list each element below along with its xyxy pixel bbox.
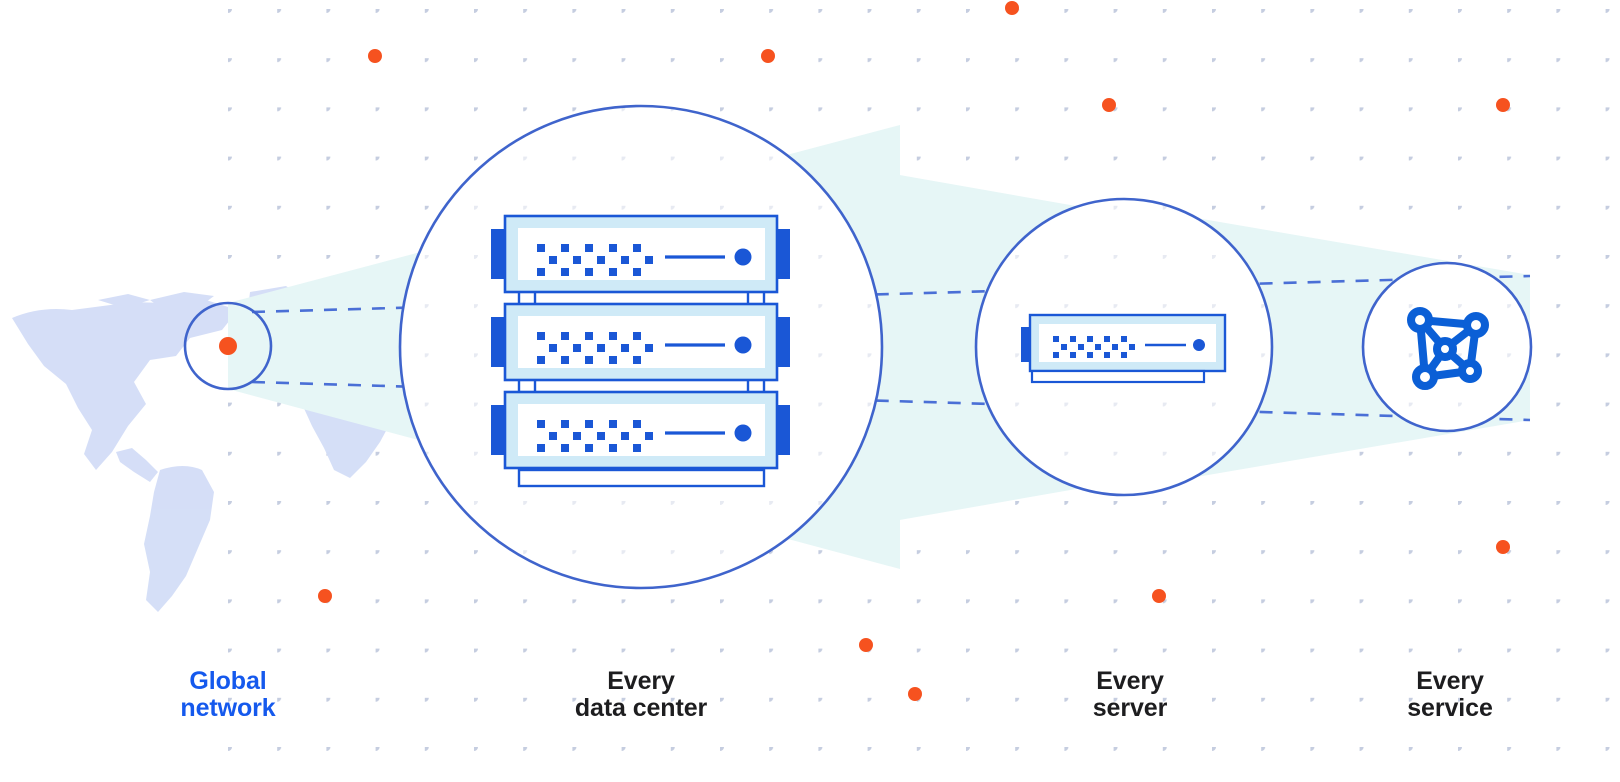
network-mesh-icon [1407, 307, 1489, 390]
server-vent-dots [537, 244, 653, 276]
orange-dot [1496, 98, 1510, 112]
server-unit-1 [491, 214, 790, 294]
server-led [734, 336, 752, 354]
mesh-nodes [1407, 307, 1489, 390]
server-vent-dots [1053, 336, 1135, 358]
mesh-node-center [1433, 337, 1457, 361]
orange-dot [1005, 1, 1019, 15]
server-led [1193, 339, 1205, 351]
mesh-node-top-right [1463, 312, 1489, 338]
server-faceplate [518, 404, 765, 456]
guide-line-bot-1 [251, 380, 1531, 422]
mesh-node-bottom-left [1412, 364, 1438, 390]
orange-dot [1102, 98, 1116, 112]
circle-rings [183, 104, 1533, 590]
mesh-node-top-left [1407, 307, 1433, 333]
guide-line-top-1 [251, 274, 1531, 314]
orange-dot [908, 687, 922, 701]
ring-global-network [183, 301, 273, 391]
orange-dot [1152, 589, 1166, 603]
server-vent-dots [537, 332, 653, 364]
server-unit-2 [491, 302, 790, 382]
orange-dot [1496, 540, 1510, 554]
server-unit-icon [1021, 313, 1227, 384]
server-rack-icon [491, 214, 790, 488]
server-led [734, 424, 752, 442]
server-faceplate [518, 228, 765, 280]
orange-dot [368, 49, 382, 63]
ring-server [974, 197, 1274, 497]
server-unit-3 [491, 390, 790, 470]
server-faceplate [1039, 324, 1216, 362]
ring-data-center [398, 104, 884, 590]
orange-dot [761, 49, 775, 63]
mesh-node-bottom-right [1458, 359, 1482, 383]
server-led [734, 248, 752, 266]
orange-dots [318, 1, 1510, 701]
server-base [1030, 369, 1206, 384]
server-faceplate [518, 316, 765, 368]
ring-service [1361, 261, 1533, 433]
location-dot-icon [219, 337, 237, 355]
rack-base [517, 468, 766, 488]
orange-dot [859, 638, 873, 652]
orange-dot [318, 589, 332, 603]
server-vent-dots [537, 420, 653, 452]
dashed-guides [251, 274, 1531, 422]
